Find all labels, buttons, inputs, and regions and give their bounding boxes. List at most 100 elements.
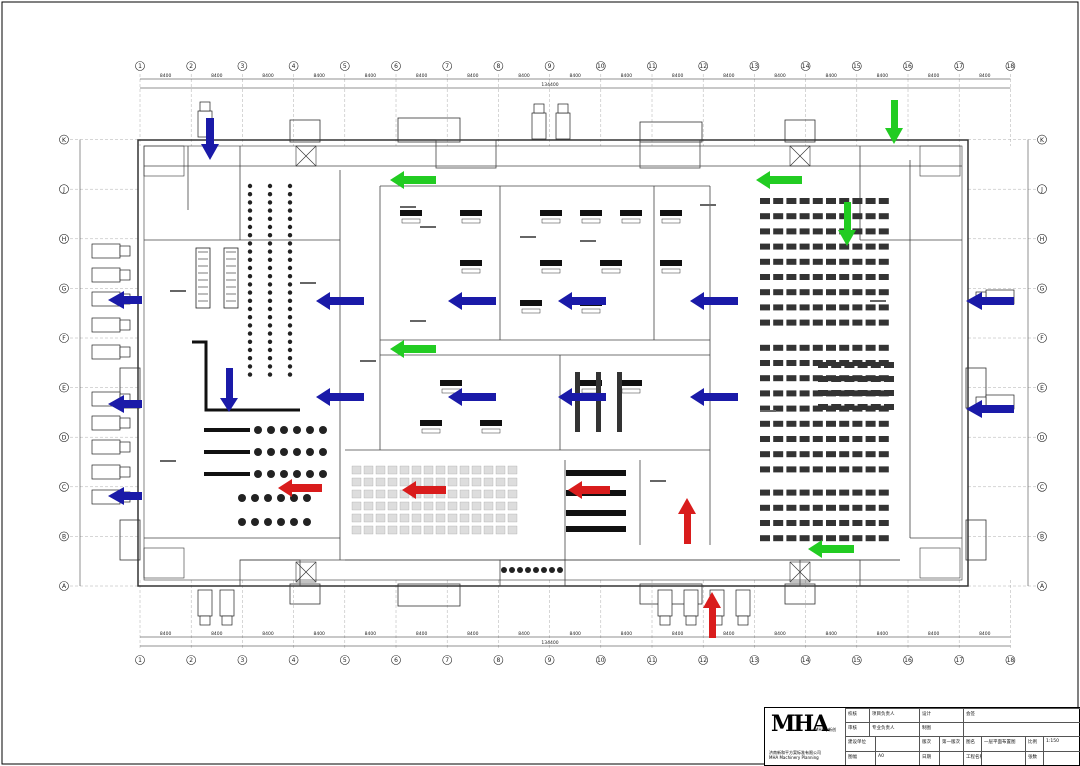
- axis-label-row: F: [62, 335, 66, 342]
- axis-label-row: K: [62, 137, 67, 144]
- blue-arrow: [966, 400, 1014, 418]
- truck: [91, 439, 121, 455]
- storage-rack: [878, 274, 889, 280]
- title-cell: 设计: [919, 708, 963, 722]
- storage-rack: [773, 489, 784, 496]
- title-cell: 图名: [963, 736, 981, 751]
- storage-cell: [363, 465, 374, 475]
- storage-rack: [773, 420, 784, 427]
- storage-rack: [865, 198, 876, 204]
- storage-rack: [878, 466, 889, 473]
- title-cell: 一层平面布置图: [981, 736, 1025, 751]
- storage-cell: [351, 525, 362, 535]
- title-cell: A0: [875, 751, 919, 765]
- storage-cell: [387, 525, 398, 535]
- storage-rack: [852, 489, 863, 496]
- truck: [531, 112, 547, 140]
- workstation: [287, 323, 293, 328]
- truck-cab: [119, 319, 131, 331]
- axis-bubble: [903, 61, 913, 71]
- bay-dimension: 8400: [928, 631, 940, 637]
- processing-station: [540, 260, 562, 266]
- truck-cab: [119, 466, 131, 478]
- storage-cell: [507, 489, 518, 499]
- storage-rack: [826, 466, 836, 473]
- drawing-title-block: MHA MHA | 新创 济南新和平方案标准有限公司 MHA Machinery…: [764, 707, 1080, 766]
- storage-rack: [839, 274, 850, 280]
- axis-label-col: 5: [343, 63, 347, 70]
- blue-arrow: [108, 395, 142, 413]
- blue-arrow: [558, 388, 606, 406]
- axis-bubble: [800, 655, 811, 665]
- workstation: [287, 241, 293, 246]
- storage-cell: [495, 501, 506, 511]
- storage-rack: [839, 198, 850, 204]
- storage-rack: [812, 420, 823, 427]
- storage-cell: [435, 477, 446, 487]
- bay-dimension: 8400: [518, 73, 530, 79]
- workstation: [267, 265, 273, 271]
- bay-dimension: 8400: [774, 73, 786, 79]
- storage-rack: [773, 258, 784, 265]
- blue-arrow: [316, 292, 364, 310]
- workstation: [247, 339, 253, 344]
- bay-dimension: 8400: [774, 631, 786, 637]
- storage-cell: [459, 465, 470, 475]
- workstation: [267, 298, 273, 303]
- storage-rack: [799, 304, 810, 311]
- axis-bubble: [135, 655, 145, 665]
- storage-rack: [786, 420, 797, 427]
- bay-dimension: 8400: [723, 73, 735, 79]
- storage-cell: [351, 465, 362, 475]
- bay-dimension: 8400: [313, 73, 325, 79]
- axis-label-col: 7: [445, 657, 449, 664]
- title-cell: [875, 736, 919, 751]
- storage-rack: [812, 319, 823, 326]
- workstation: [287, 364, 293, 369]
- workstation: [267, 347, 273, 353]
- storage-rack: [839, 436, 850, 442]
- storage-rack: [839, 289, 850, 296]
- storage-rack: [839, 304, 850, 311]
- machine: [549, 567, 555, 573]
- axis-bubble: [59, 234, 69, 244]
- storage-cell: [387, 489, 398, 499]
- truck-cab: [533, 103, 545, 114]
- axis-label-row: F: [1040, 335, 1044, 342]
- axis-bubble: [59, 531, 69, 542]
- storage-rack: [799, 535, 810, 542]
- bay-dimension: 8400: [979, 73, 991, 79]
- storage-rack: [812, 466, 823, 473]
- storage-rack: [826, 436, 836, 442]
- storage-rack: [760, 243, 770, 250]
- line-machine: [596, 372, 601, 432]
- storage-rack: [786, 390, 797, 397]
- title-cell: 版次: [919, 736, 939, 751]
- storage-cell: [387, 465, 398, 475]
- axis-bubble: [237, 61, 248, 71]
- storage-rack: [773, 319, 784, 326]
- machine: [280, 448, 288, 456]
- storage-cell: [447, 489, 458, 499]
- storage-rack: [799, 504, 810, 511]
- storage-cell: [495, 477, 506, 487]
- storage-rack: [857, 390, 868, 396]
- workstation: [267, 364, 273, 369]
- workstation: [247, 372, 253, 377]
- axis-bubble: [339, 655, 350, 665]
- processing-station: [540, 210, 562, 216]
- storage-rack: [852, 360, 863, 366]
- storage-rack: [760, 258, 770, 265]
- axis-label-row: H: [62, 236, 67, 243]
- storage-cell: [507, 513, 518, 523]
- axis-bubble: [59, 333, 69, 343]
- storage-rack: [799, 451, 810, 458]
- storage-rack: [865, 390, 876, 397]
- stair-cores: [143, 145, 961, 583]
- truck: [91, 243, 121, 259]
- storage-rack: [812, 489, 823, 496]
- storage-rack: [773, 451, 784, 458]
- company-logo: MHA MHA | 新创: [769, 711, 841, 751]
- storage-rack: [818, 376, 828, 382]
- storage-rack: [831, 376, 842, 382]
